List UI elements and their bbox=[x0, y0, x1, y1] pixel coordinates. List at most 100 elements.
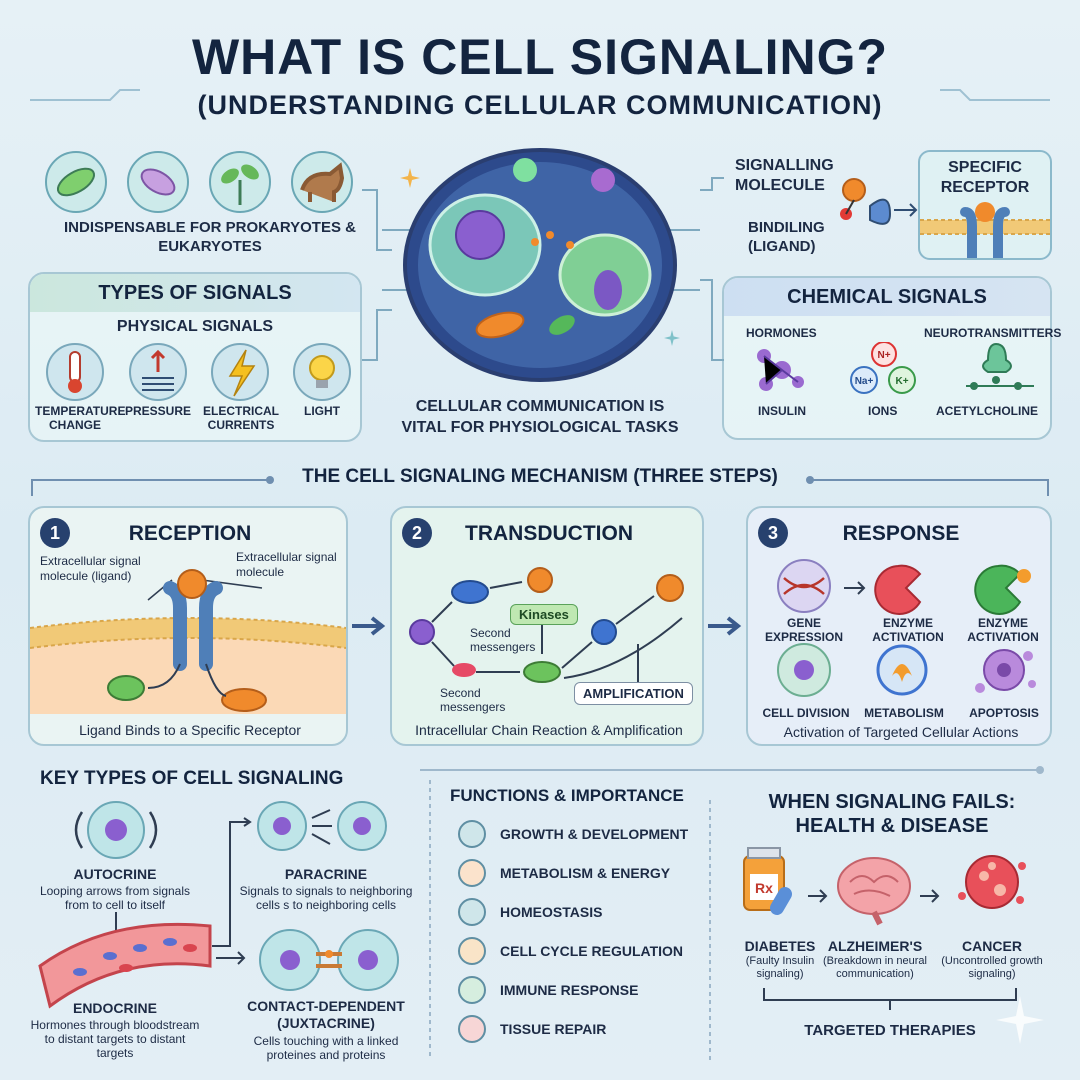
ion-label: Na+ bbox=[855, 376, 874, 387]
function-item: GROWTH & DEVELOPMENT bbox=[500, 826, 689, 842]
organisms-caption: INDISPENSABLE FOR PROKARYOTES & EUKARYOT… bbox=[64, 219, 356, 255]
lightning-icon bbox=[211, 343, 269, 401]
types-of-signals-panel: TYPES OF SIGNALS PHYSICAL SIGNALS TEMPER… bbox=[28, 272, 362, 442]
ions-icon: N+ Na+ K+ bbox=[850, 342, 916, 394]
brain-icon bbox=[837, 857, 911, 926]
signal-electrical: ELECTRICAL CURRENTS bbox=[203, 404, 279, 432]
animal-icon bbox=[291, 151, 353, 213]
chemical-signals-title: CHEMICAL SIGNALS bbox=[724, 278, 1050, 316]
microbe-icon bbox=[127, 151, 189, 213]
contact-dependent-cells bbox=[259, 929, 399, 991]
medicine-bottle-icon: Rx bbox=[743, 847, 792, 915]
acetylcholine-icon bbox=[966, 342, 1034, 390]
function-item: IMMUNE RESPONSE bbox=[500, 982, 639, 998]
ions-label: IONS bbox=[868, 404, 898, 418]
enzyme-icon bbox=[974, 564, 1031, 615]
page-subtitle: (UNDERSTANDING CELLULAR COMMUNICATION) bbox=[197, 90, 883, 120]
bandage-icon bbox=[458, 1015, 486, 1043]
functions-title: FUNCTIONS & IMPORTANCE bbox=[450, 786, 684, 805]
homeostasis-icon bbox=[458, 898, 486, 926]
therapies-label: TARGETED THERAPIES bbox=[804, 1022, 976, 1039]
page-title: WHAT IS CELL SIGNALING? bbox=[191, 29, 889, 85]
ligand-molecule-icon bbox=[840, 178, 918, 225]
ion-label: K+ bbox=[895, 376, 908, 387]
transduction-panel: 2 TRANSDUCTION Kinases Second messengers… bbox=[390, 506, 704, 746]
kinases-tag: Kinases bbox=[510, 604, 578, 625]
paracrine-desc: Signals to signals to neighboring cells … bbox=[239, 884, 413, 912]
receptor-protein bbox=[163, 581, 223, 671]
signal-temperature: TEMPERATURE CHANGE bbox=[35, 404, 126, 432]
step-number: 1 bbox=[40, 518, 70, 548]
specific-receptor-label: SPECIFIC RECEPTOR bbox=[940, 159, 1030, 196]
contact-dependent-name: CONTACT-DEPENDENT (JUXTACRINE) bbox=[247, 998, 405, 1031]
hormones-label: HORMONES bbox=[746, 326, 817, 340]
second-messengers-label: Second messengers bbox=[470, 626, 536, 654]
paracrine-name: PARACRINE bbox=[284, 866, 368, 882]
mechanism-bracket bbox=[31, 476, 1049, 496]
cell-division-icon bbox=[777, 643, 831, 697]
step-number: 3 bbox=[758, 518, 788, 548]
arrow-right-icon bbox=[708, 616, 742, 636]
signalling-molecule-label: SIGNALLING MOLECULE bbox=[735, 156, 845, 196]
ligand-label-left: Extracellular signal molecule (ligand) bbox=[40, 554, 141, 583]
failures-title: WHEN SIGNALING FAILS: HEALTH & DISEASE bbox=[722, 790, 1062, 838]
dna-icon bbox=[777, 559, 831, 613]
ligand-label-right: Extracellular signal molecule bbox=[236, 550, 337, 579]
key-types-illustration bbox=[38, 801, 399, 1009]
flame-icon bbox=[458, 859, 486, 887]
organism-icons bbox=[40, 150, 380, 220]
reception-panel: 1 RECEPTION Extracellular signal molecul… bbox=[28, 506, 348, 746]
amplification-tag: AMPLIFICATION bbox=[574, 682, 693, 705]
failures-title-line2: HEALTH & DISEASE bbox=[795, 815, 989, 837]
endocrine-name: ENDOCRINE bbox=[72, 1000, 157, 1016]
acetylcholine-label: ACETYLCHOLINE bbox=[936, 404, 1038, 418]
diabetes-name: DIABETES bbox=[744, 938, 816, 954]
neurotransmitters-label: NEUROTRANSMITTERS bbox=[924, 326, 1062, 340]
cycle-icon bbox=[458, 937, 486, 965]
mechanism-title: THE CELL SIGNALING MECHANISM (THREE STEP… bbox=[302, 466, 778, 487]
metabolism-label: METABOLISM bbox=[864, 706, 944, 720]
bloodstream-icon bbox=[38, 922, 212, 1009]
rx-label: Rx bbox=[755, 880, 773, 896]
diabetes-desc: (Faulty Insulin signaling) bbox=[745, 955, 815, 980]
metabolism-icon bbox=[876, 644, 928, 696]
cancer-desc: (Uncontrolled growth signaling) bbox=[941, 955, 1043, 980]
signal-light: LIGHT bbox=[304, 404, 340, 418]
arrow-right-icon bbox=[352, 616, 386, 636]
function-item: HOMEOSTASIS bbox=[500, 904, 603, 920]
paracrine-cells bbox=[257, 801, 387, 851]
divider-vertical bbox=[709, 800, 711, 1060]
connector-lines-right bbox=[700, 177, 724, 361]
enzyme-activation-label: ENZYME ACTIVATION bbox=[967, 616, 1039, 644]
transduction-caption: Intracellular Chain Reaction & Amplifica… bbox=[415, 722, 683, 738]
autocrine-desc: Looping arrows from signals from to cell… bbox=[39, 884, 191, 912]
types-of-signals-title: TYPES OF SIGNALS bbox=[30, 274, 360, 312]
cancer-name: CANCER bbox=[962, 938, 1022, 954]
gene-expression-label: GENE EXPRESSION bbox=[764, 616, 844, 644]
bacteria-icon bbox=[45, 151, 107, 213]
alzheimers-name: ALZHEIMER'S bbox=[827, 938, 923, 954]
endocrine-desc: Hormones through bloodstream to distant … bbox=[30, 1018, 200, 1060]
reception-title: RECEPTION bbox=[128, 522, 252, 545]
failures-title-line1: WHEN SIGNALING FAILS: bbox=[768, 791, 1016, 813]
ligand-molecule bbox=[177, 569, 207, 599]
plant-icon bbox=[209, 151, 271, 213]
response-panel: 3 RESPONSE GENE EXPRESSION ENZYME ACTIV bbox=[746, 506, 1052, 746]
function-item: METABOLISM & ENERGY bbox=[500, 865, 671, 881]
apoptosis-label: APOPTOSIS bbox=[969, 706, 1039, 720]
function-item: TISSUE REPAIR bbox=[500, 1021, 607, 1037]
chemical-signals-panel: CHEMICAL SIGNALS HORMONES NEUROTRANSMITT… bbox=[722, 276, 1061, 440]
autocrine-name: AUTOCRINE bbox=[73, 866, 157, 882]
sparkle-icon bbox=[664, 330, 680, 346]
receptor-icon bbox=[920, 202, 1050, 258]
signalling-molecule-text: SIGNALLING MOLECULE bbox=[735, 157, 834, 194]
sparkle-icon bbox=[996, 996, 1044, 1044]
key-types-title: KEY TYPES OF CELL SIGNALING bbox=[40, 768, 344, 789]
center-caption: CELLULAR COMMUNICATION IS VITAL FOR PHYS… bbox=[401, 398, 679, 436]
binding-label: BINDILING (LIGAND) bbox=[748, 219, 825, 255]
header-circuit-lines bbox=[30, 89, 1050, 101]
shield-icon bbox=[458, 976, 486, 1004]
enzyme-activation-label: ENZYME ACTIVATION bbox=[872, 616, 944, 644]
growth-chart-icon bbox=[458, 820, 486, 848]
pressure-icon bbox=[129, 343, 187, 401]
